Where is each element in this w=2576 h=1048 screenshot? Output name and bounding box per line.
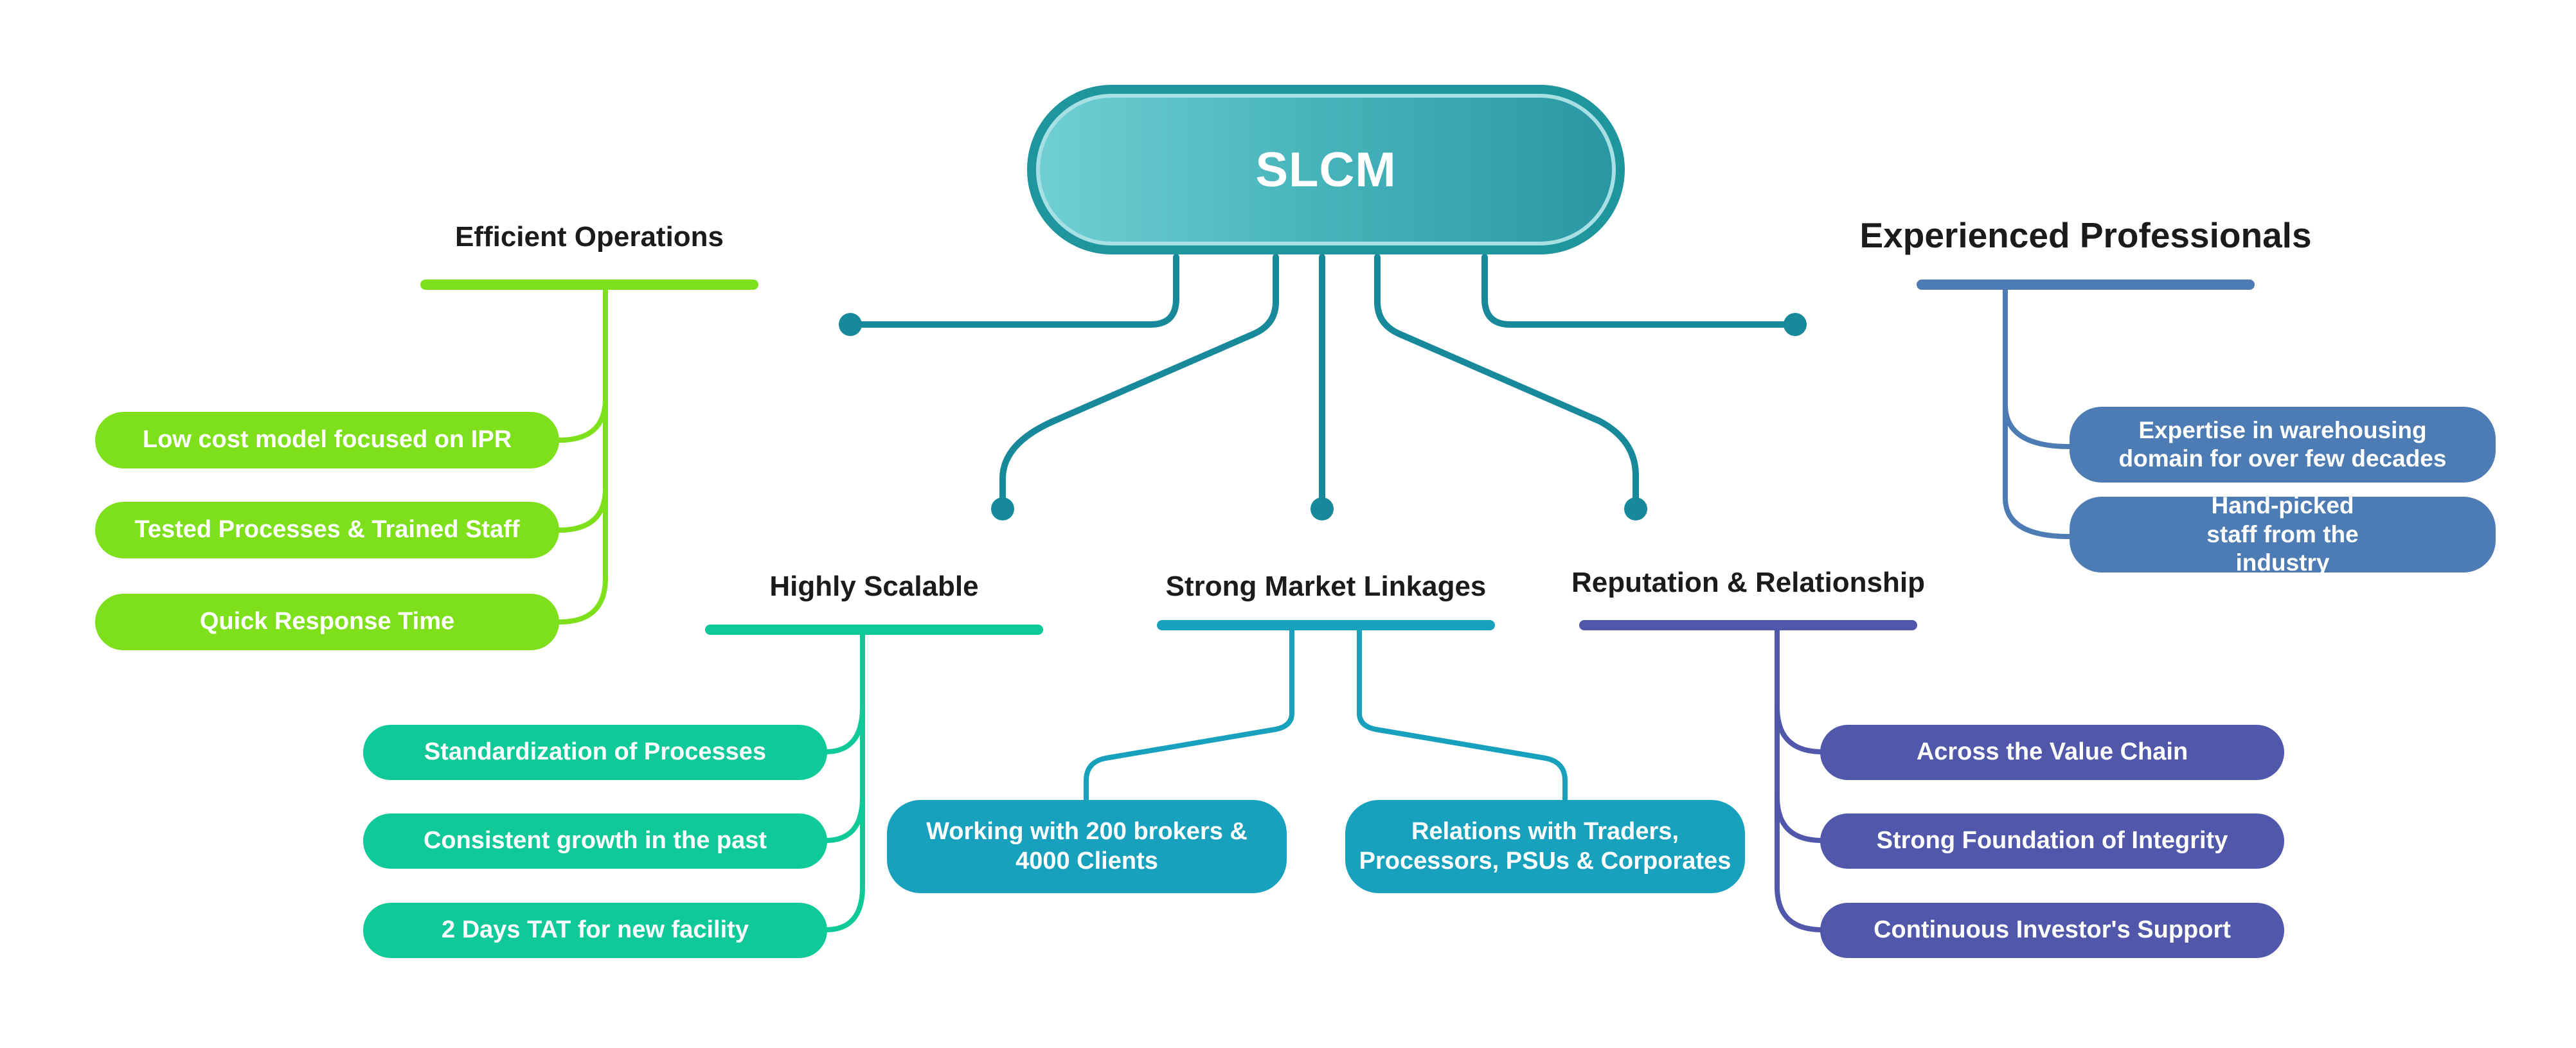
professionals-item: Hand-picked staff from the industry <box>2070 492 2496 576</box>
reputation-heading: Reputation & Relationship <box>1571 567 1925 598</box>
professionals-branch-lines <box>1917 280 2255 539</box>
efficient-item: Tested Processes & Trained Staff <box>95 502 559 558</box>
professionals-heading: Experienced Professionals <box>1859 215 2312 255</box>
scalable-heading: Highly Scalable <box>769 571 979 602</box>
reputation-item: Across the Value Chain <box>1820 725 2284 780</box>
reputation-item: Continuous Investor's Support <box>1820 903 2284 958</box>
scalable-branch-lines <box>705 625 1043 932</box>
scalable-item: Standardization of Processes <box>363 725 827 780</box>
linkages-item: Working with 200 brokers & 4000 Clients <box>887 800 1287 893</box>
efficient-item: Low cost model focused on IPR <box>95 412 559 468</box>
efficient-heading: Efficient Operations <box>454 221 724 253</box>
linkages-item: Relations with Traders, Processors, PSUs… <box>1345 800 1745 893</box>
connector-dots <box>839 313 1807 520</box>
efficient-branch-lines <box>420 280 758 625</box>
reputation-item: Strong Foundation of Integrity <box>1820 813 2284 869</box>
linkages-heading: Strong Market Linkages <box>1165 571 1487 602</box>
scalable-item: 2 Days TAT for new facility <box>363 903 827 958</box>
scalable-item: Consistent growth in the past <box>363 813 827 869</box>
linkages-branch-lines <box>1084 620 1568 803</box>
professionals-item: Expertise in warehousing domain for over… <box>2070 407 2496 483</box>
root-node: SLCM <box>1027 85 1625 254</box>
efficient-item: Quick Response Time <box>95 594 559 650</box>
root-connectors <box>847 254 1798 511</box>
root-label: SLCM <box>1255 142 1397 197</box>
root-node-inner: SLCM <box>1036 94 1616 245</box>
reputation-branch-lines <box>1579 620 1917 932</box>
